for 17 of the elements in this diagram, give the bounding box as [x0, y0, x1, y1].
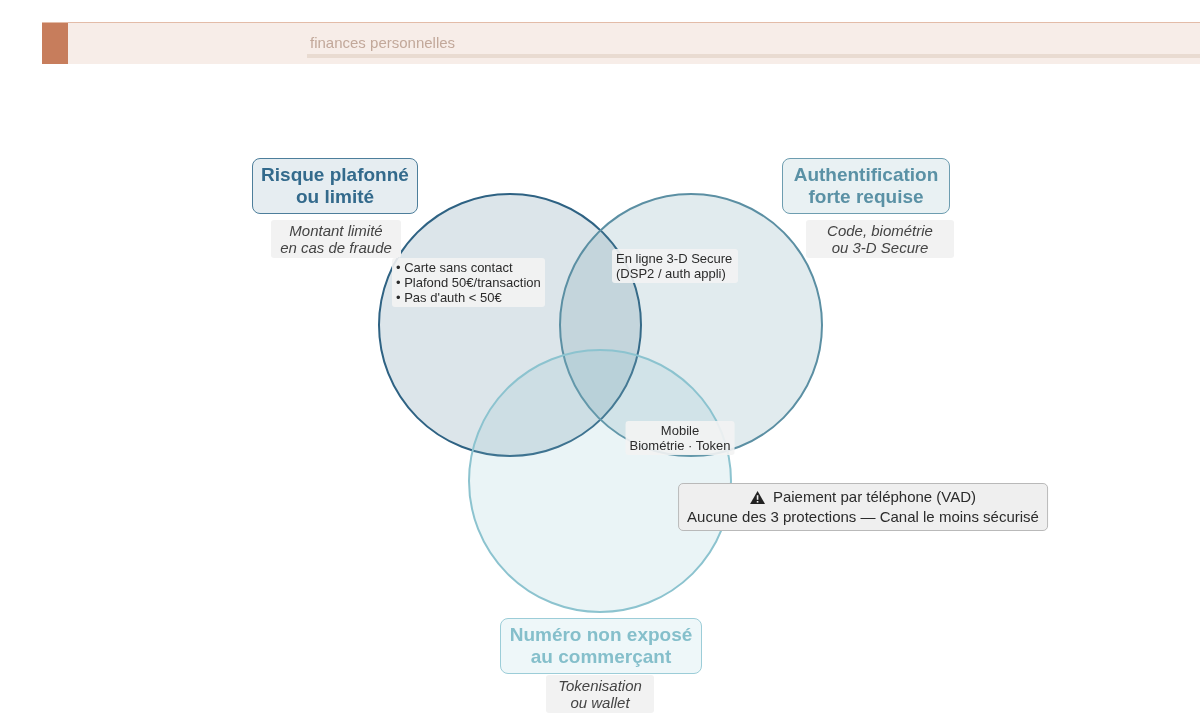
header-subtitle: finances personnelles: [310, 34, 456, 51]
note-panel: [625, 421, 735, 455]
callout-title: Paiement par téléphone (VAD): [772, 487, 977, 507]
list-item: • Carte sans contact: [396, 260, 514, 275]
note-panel: [392, 258, 545, 307]
set-caption: Montant limité en cas de fraude: [271, 220, 401, 258]
set-title: Risque plafonné ou limité: [252, 158, 418, 214]
warning-callout: [678, 483, 1048, 531]
set-title: Authentification forte requise: [782, 158, 950, 214]
set-caption: Tokenisation ou wallet: [546, 675, 654, 713]
list-item: • Pas d'auth < 50€: [396, 290, 503, 305]
list-item: • Plafond 50€/transaction: [396, 275, 541, 290]
set-title: Numéro non exposé au commerçant: [500, 618, 702, 674]
region-label: Mobile: [659, 423, 701, 438]
region-label: Biométrie · Token: [629, 438, 731, 453]
callout-text: Aucune des 3 protections — Canal le moins sécurisé: [687, 507, 1039, 527]
set-caption: Code, biométrie ou 3-D Secure: [806, 220, 954, 258]
